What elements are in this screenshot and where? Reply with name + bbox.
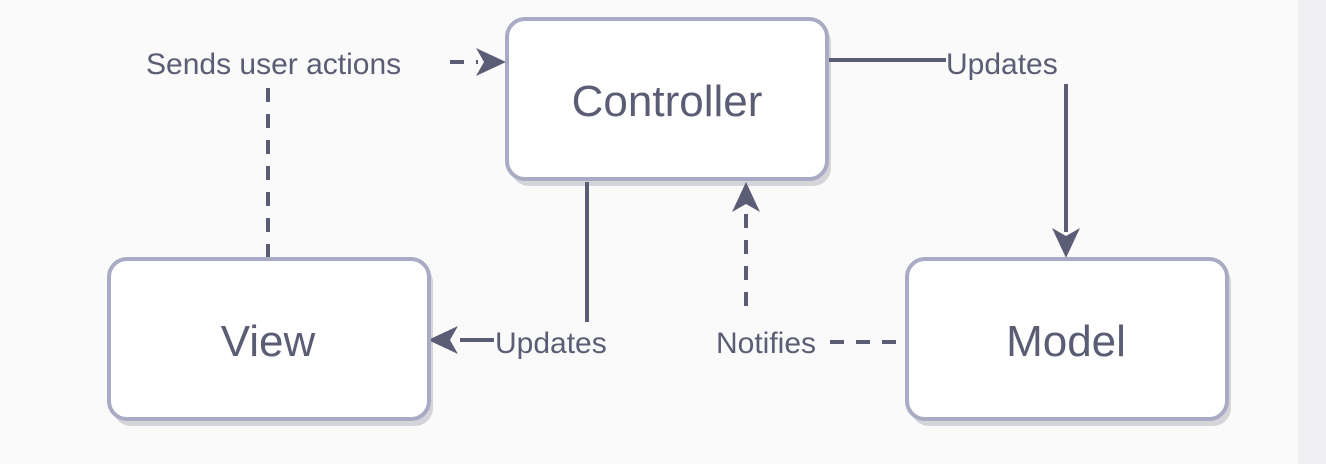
controller-box xyxy=(505,17,829,181)
node-labels: Controller View Model xyxy=(221,77,1126,366)
notifies-label: Notifies xyxy=(716,327,816,360)
arrowhead-up-icon xyxy=(732,182,760,212)
sends-user-actions-label: Sends user actions xyxy=(146,48,401,81)
connectors xyxy=(266,58,1068,344)
arrowheads xyxy=(428,48,1080,354)
scrollbar-track xyxy=(1298,0,1326,464)
view-box xyxy=(107,257,431,421)
arrowhead-down-icon xyxy=(1052,228,1080,258)
view-label: View xyxy=(221,317,316,366)
arrowhead-right-icon xyxy=(476,48,506,76)
model-box xyxy=(905,257,1229,421)
boxes xyxy=(107,17,1229,421)
controller-updates-model-label: Updates xyxy=(946,48,1058,81)
controller-label: Controller xyxy=(572,77,763,126)
edge-labels: Sends user actions Updates Updates Notif… xyxy=(146,48,1058,360)
controller-updates-view-label: Updates xyxy=(495,327,607,360)
model-label: Model xyxy=(1006,317,1126,366)
arrowhead-left-icon xyxy=(428,326,458,354)
